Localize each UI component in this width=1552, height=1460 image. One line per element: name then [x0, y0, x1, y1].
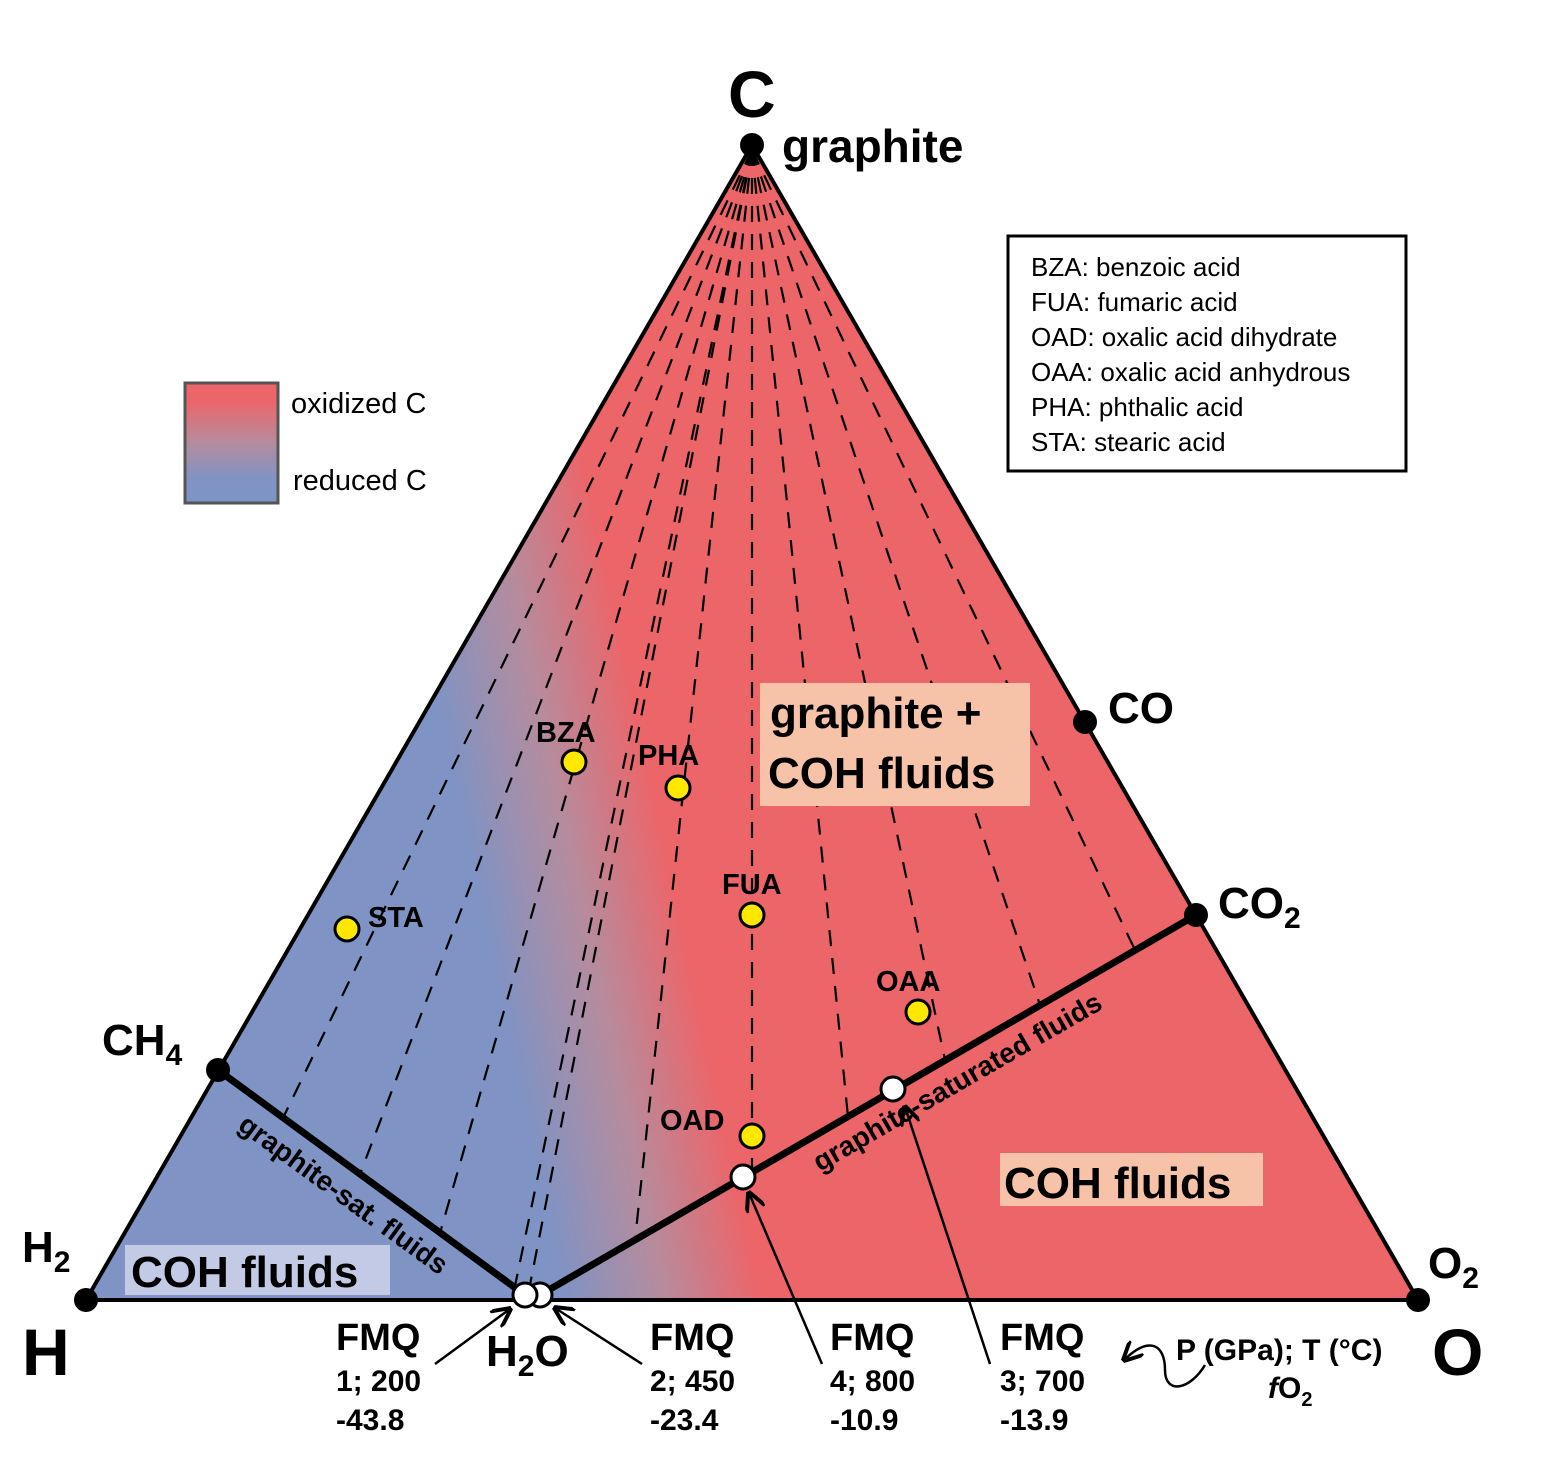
left-saturation-line: [215, 1067, 528, 1298]
label-graphite: graphite: [782, 120, 963, 172]
compound-point: [333, 915, 361, 943]
fmq-fo2: -13.9: [1000, 1404, 1068, 1437]
fmq-point-4: [729, 1163, 757, 1191]
fmq-pt: 2; 450: [650, 1365, 735, 1398]
label-H2: H2: [22, 1223, 70, 1279]
point-O2: [1406, 1288, 1430, 1312]
label-H2O: H2O: [486, 1327, 569, 1383]
abbreviation-entry: OAD: oxalic acid dihydrate: [1031, 322, 1337, 352]
point-CO: [1073, 710, 1097, 734]
vertex-O: O: [1432, 1315, 1483, 1389]
key-fo2-label: fO2: [1268, 1372, 1312, 1411]
compound-label: OAD: [660, 1105, 724, 1137]
tie-line: [750, 149, 1042, 1006]
abbreviation-entry: PHA: phthalic acid: [1031, 392, 1243, 422]
fmq-fo2: -43.8: [336, 1404, 404, 1437]
gradient-legend-swatch: [183, 381, 280, 505]
tie-lines: [282, 149, 1136, 1296]
tie-line: [438, 149, 754, 1234]
tie-line: [358, 149, 754, 1175]
right-region-box: [1000, 1153, 1263, 1206]
point-CH4: [206, 1058, 230, 1082]
fmq-pt: 4; 800: [830, 1365, 915, 1398]
fmq-title: FMQ: [1000, 1317, 1084, 1359]
compound-label: BZA: [536, 717, 596, 749]
compound-point: [664, 774, 692, 802]
fmq-pt: 3; 700: [1000, 1365, 1085, 1398]
fmq-arrows: [434, 1107, 1207, 1388]
compound-point: [904, 998, 932, 1026]
compound-point: [738, 901, 766, 929]
label-CO: CO: [1108, 684, 1174, 733]
abbreviation-entry: FUA: fumaric acid: [1031, 287, 1238, 317]
tie-line: [750, 149, 947, 1061]
compound-label: OAA: [876, 966, 941, 998]
left-region-box: [125, 1245, 390, 1295]
tie-line: [751, 149, 1136, 951]
abbreviation-entry: OAA: oxalic acid anhydrous: [1031, 357, 1350, 387]
compound-label: STA: [368, 902, 424, 934]
point-CO2: [1184, 903, 1208, 927]
fmq-points: [511, 1075, 907, 1309]
compound-point: [738, 1122, 766, 1150]
abbreviation-legend: [1006, 234, 1408, 473]
abbreviation-entry: STA: stearic acid: [1031, 427, 1226, 457]
right-region-label: COH fluids: [1004, 1159, 1231, 1208]
species-points: [74, 133, 1430, 1312]
tie-line: [750, 149, 850, 1118]
fmq-point-3: [879, 1075, 907, 1103]
tie-line: [513, 149, 754, 1287]
left-region-label: COH fluids: [131, 1248, 358, 1297]
upper-region-line2: COH fluids: [768, 749, 995, 798]
key-pt-label: P (GPa); T (°C): [1176, 1334, 1382, 1367]
label-O2: O2: [1428, 1239, 1479, 1295]
upper-region-line1: graphite +: [770, 689, 982, 738]
compound-label: PHA: [638, 740, 699, 772]
upper-region-box: [760, 683, 1030, 806]
right-saturation-line: [538, 911, 1198, 1299]
fmq-title: FMQ: [830, 1317, 914, 1359]
fmq-title: FMQ: [336, 1317, 420, 1359]
fmq-fo2: -10.9: [830, 1404, 898, 1437]
tie-line: [282, 149, 753, 1119]
vertex-C: C: [728, 57, 776, 131]
compound-point: [560, 748, 588, 776]
fmq-fo2: -23.4: [650, 1404, 719, 1437]
abbreviation-entry: BZA: benzoic acid: [1031, 252, 1241, 282]
fmq-title: FMQ: [650, 1317, 734, 1359]
tie-line: [633, 149, 754, 1241]
fmq-point-1: [511, 1281, 539, 1309]
point-H2: [74, 1288, 98, 1312]
vertex-H: H: [22, 1315, 70, 1389]
label-CH4: CH4: [102, 1016, 183, 1072]
legend-oxidized: oxidized C: [291, 388, 426, 420]
legend-reduced: reduced C: [293, 465, 427, 497]
point-graphite: [740, 133, 764, 157]
label-CO2: CO2: [1218, 879, 1301, 935]
fmq-pt: 1; 200: [336, 1365, 421, 1398]
compound-label: FUA: [722, 869, 782, 901]
